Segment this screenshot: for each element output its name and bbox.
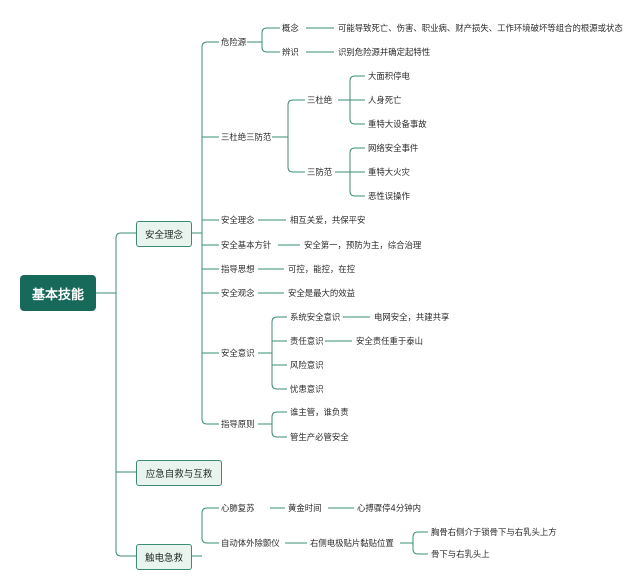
branch-electric-shock[interactable]: 触电急救 [136,544,192,570]
three-eliminate-node[interactable]: 三杜绝 [307,95,333,105]
hazard-concept-node[interactable]: 概念 [282,23,299,33]
golden-time-node[interactable]: 黄金时间 [288,503,322,513]
duty-awareness-node[interactable]: 责任意识 [290,336,324,346]
eliminate-item: 大面积停电 [368,71,410,81]
guiding-thought-value: 可控，能控，在控 [288,264,355,274]
safety-concept-node[interactable]: 安全理念 [221,215,255,225]
hazard-identify-node[interactable]: 辨识 [282,47,299,57]
prevent-item: 网络安全事件 [368,143,419,153]
eliminate-item: 重特大设备事故 [368,119,427,129]
prevent-item: 恶性误操作 [368,191,410,201]
duty-awareness-value: 安全责任重于泰山 [356,336,423,346]
connector-lines [96,27,428,557]
system-awareness-value: 电网安全，共建共享 [374,312,450,322]
guiding-principle-node[interactable]: 指导原则 [221,419,255,429]
branch-emergency[interactable]: 应急自救与互救 [136,460,222,486]
root-node[interactable]: 基本技能 [20,275,96,311]
safety-view-node[interactable]: 安全观念 [221,288,255,298]
principle-item: 管生产必管安全 [290,432,349,442]
electrode-position-item: 骨下与右乳头上 [431,549,490,559]
hazard-node[interactable]: 危险源 [221,37,247,47]
safety-policy-node[interactable]: 安全基本方针 [221,240,272,250]
worry-awareness-node[interactable]: 忧患意识 [290,384,324,394]
safety-concept-value: 相互关爱，共保平安 [290,215,366,225]
cpr-node[interactable]: 心肺复苏 [221,503,255,513]
aed-node[interactable]: 自动体外除颤仪 [221,538,280,548]
three-prevent-node[interactable]: 三杜绝三防范 [221,132,272,142]
principle-item: 谁主管，谁负责 [290,407,349,417]
guiding-thought-node[interactable]: 指导思想 [221,264,255,274]
hazard-identify-value: 识别危险源并确定起特性 [338,47,431,57]
safety-policy-value: 安全第一，预防为主，综合治理 [304,240,422,250]
risk-awareness-node[interactable]: 风险意识 [290,360,324,370]
eliminate-item: 人身死亡 [368,95,402,105]
system-awareness-node[interactable]: 系统安全意识 [290,312,341,322]
golden-time-value: 心搏骤停4分钟内 [357,503,421,513]
electrode-position-item: 胸骨右侧介于锁骨下与右乳头上方 [431,527,557,537]
hazard-concept-value: 可能导致死亡、伤害、职业病、财产损失、工作环境破坏等组合的根源或状态 [338,23,623,33]
prevent-item: 重特大火灾 [368,167,410,177]
awareness-node[interactable]: 安全意识 [221,348,255,358]
branch-safety-concept[interactable]: 安全理念 [136,221,192,247]
safety-view-value: 安全是最大的效益 [288,288,355,298]
three-prevent-sub-node[interactable]: 三防范 [307,167,333,177]
electrode-position-node[interactable]: 右侧电极贴片黏贴位置 [310,538,394,548]
